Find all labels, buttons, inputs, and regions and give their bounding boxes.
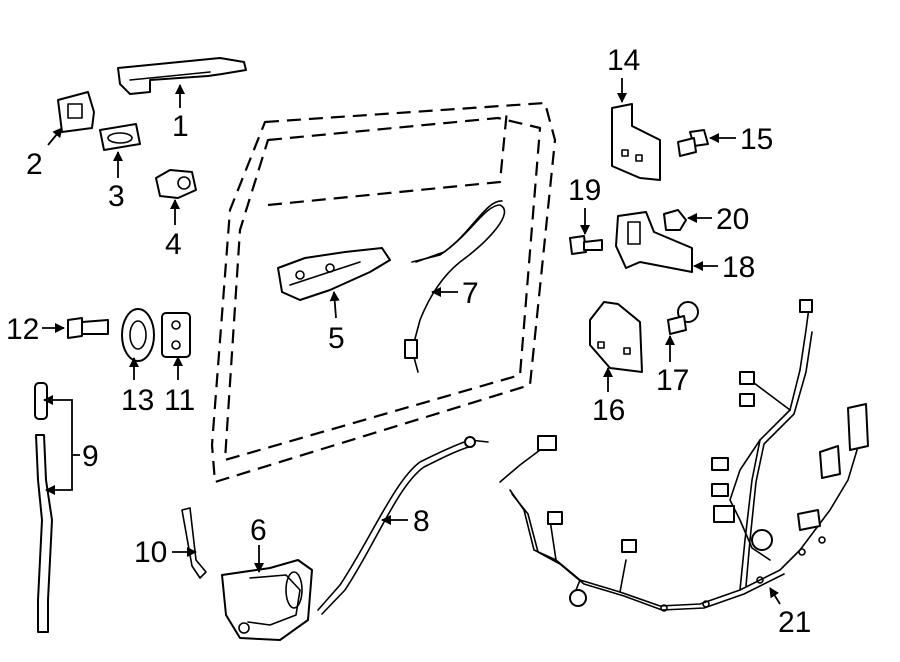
check-nut-part	[663, 209, 687, 231]
handle-bezel-part	[99, 123, 141, 151]
leader-lines	[42, 78, 781, 605]
lock-cylinder-part	[155, 169, 197, 199]
striker-spacer-part	[121, 308, 155, 362]
lower-hinge-bolt-part	[667, 301, 699, 335]
callout-14: 14	[607, 44, 640, 77]
callout-18: 18	[722, 251, 755, 284]
callout-20: 20	[716, 203, 749, 236]
door-outline	[210, 101, 557, 484]
callout-2: 2	[26, 148, 43, 181]
hinge-bolt-part	[677, 129, 709, 157]
callout-10: 10	[134, 536, 167, 569]
callout-1: 1	[172, 110, 189, 143]
hinge-bracket-part	[611, 103, 661, 181]
inside-handle-part	[277, 247, 391, 301]
handle-cap-part	[57, 91, 95, 133]
callout-11: 11	[164, 384, 195, 417]
striker-part	[161, 312, 191, 358]
callout-8: 8	[413, 505, 430, 538]
callout-5: 5	[328, 322, 345, 355]
callout-21: 21	[778, 606, 811, 639]
lower-hinge-part	[589, 301, 643, 373]
callout-13: 13	[121, 384, 154, 417]
rod-clip-part	[181, 507, 207, 579]
door-latch-part	[221, 559, 313, 641]
lock-rod-part	[34, 382, 53, 633]
callout-7: 7	[462, 277, 479, 310]
callout-16: 16	[592, 394, 625, 427]
callout-15: 15	[740, 123, 773, 156]
check-bolt-part	[569, 235, 603, 255]
outside-handle-part	[117, 57, 247, 95]
callout-4: 4	[165, 228, 182, 261]
callout-3: 3	[108, 180, 125, 213]
callout-6: 6	[250, 514, 267, 547]
callout-17: 17	[656, 364, 689, 397]
striker-bolt-part	[67, 317, 109, 339]
lock-cable-part	[317, 436, 489, 615]
callout-labels: 1 2 3 4 5 6 7 8 9 10 11 12 13 14 15 16 1…	[6, 44, 811, 639]
callout-12: 12	[6, 313, 39, 346]
inside-cable-part	[404, 200, 506, 373]
callout-9: 9	[82, 440, 99, 473]
door-check-part	[615, 211, 693, 273]
callout-19: 19	[568, 174, 601, 207]
wiring-harness-part	[499, 299, 869, 612]
